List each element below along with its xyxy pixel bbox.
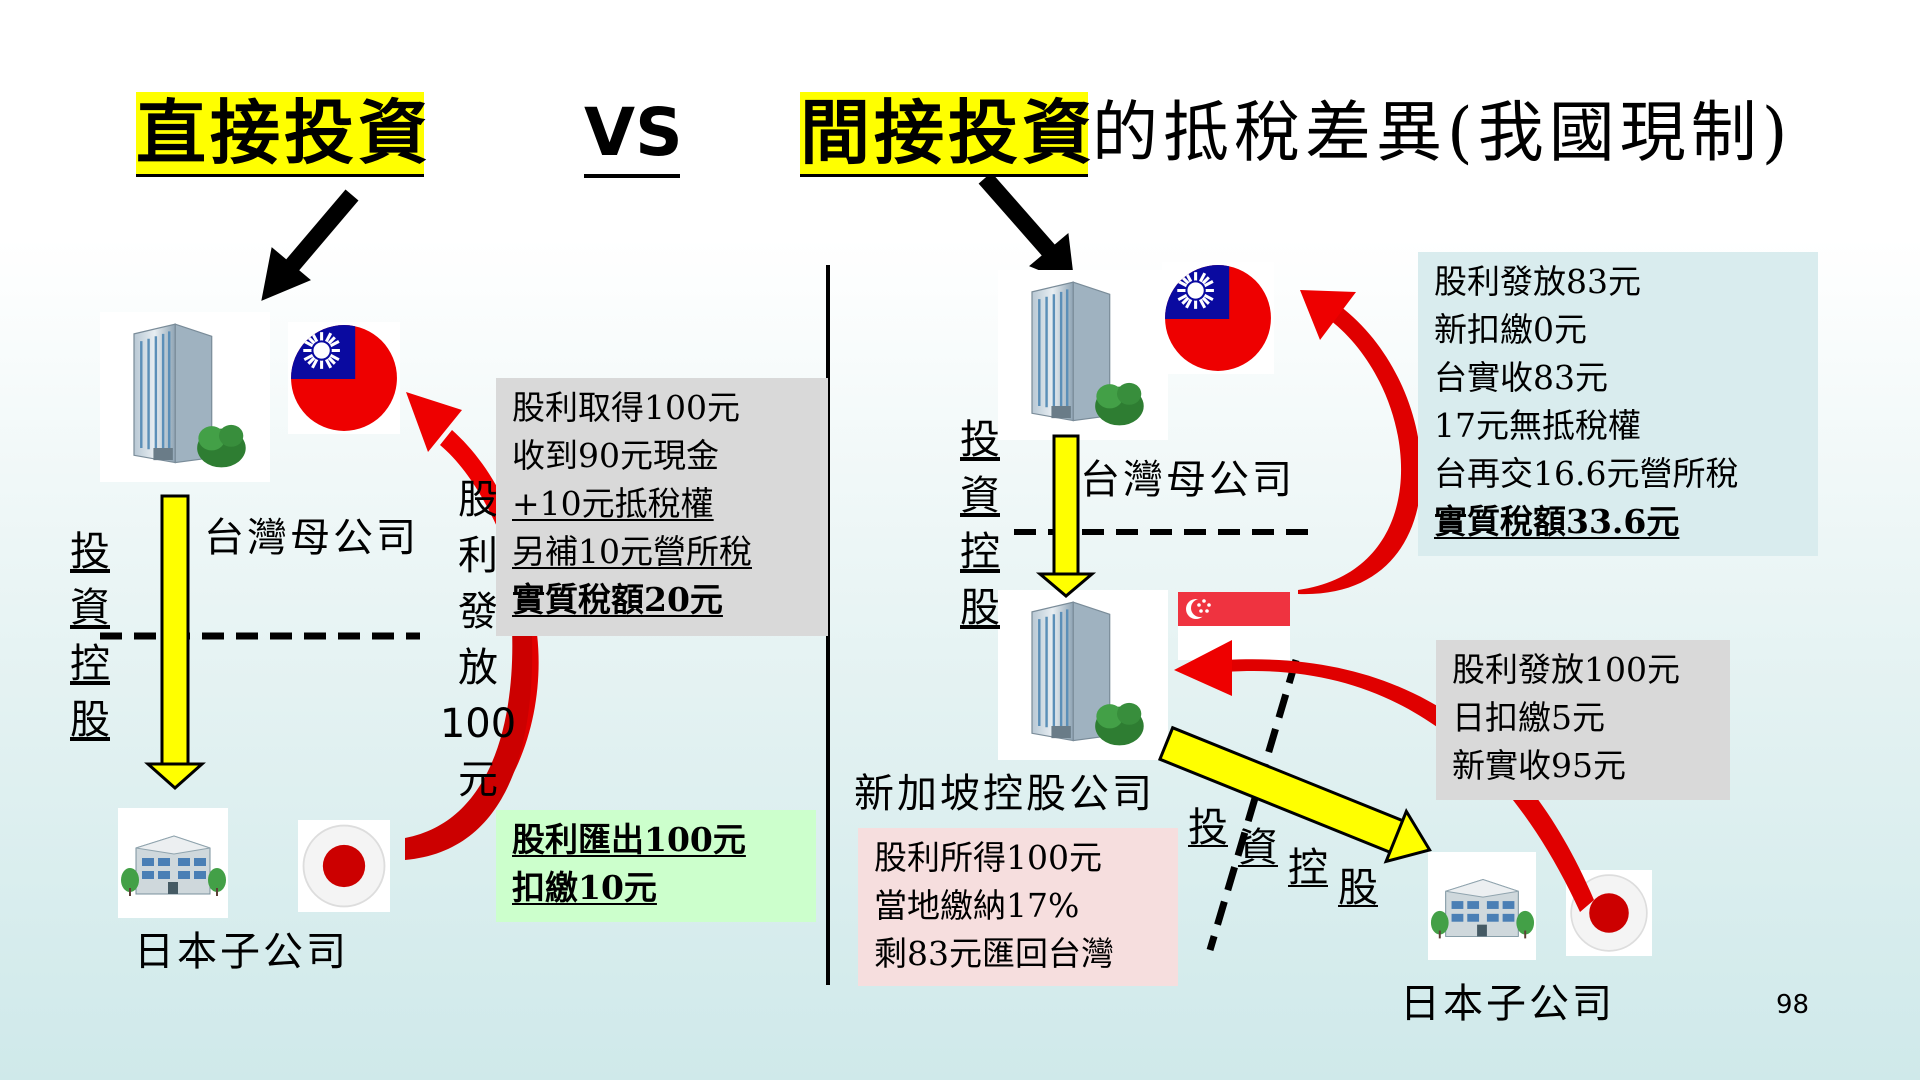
yellow-arrow-diagonal: [1157, 725, 1432, 864]
right-gray-box: 股利發放100元 日扣繳5元 新實收95元: [1436, 640, 1730, 800]
right-teal-line-3: 台實收83元: [1434, 358, 1608, 397]
right-invest-vertical: 投 資 控 股: [956, 412, 1004, 636]
left-parent-label: 台灣母公司: [204, 515, 419, 561]
left-gray-line-1: 股利取得100元: [512, 388, 740, 427]
taiwan-parent-building-icon-right: [998, 270, 1168, 440]
diag-char: 資: [1238, 825, 1278, 871]
title-vs: VS: [584, 92, 683, 178]
left-gray-line-3: +10元抵稅權: [512, 484, 714, 523]
right-gray-line-3: 新實收95元: [1452, 746, 1626, 785]
left-green-line-2: 扣繳10元: [512, 868, 657, 907]
diag-char: 控: [1288, 845, 1328, 891]
left-dividend-vertical: 股 利 發 放 100 元: [438, 472, 518, 808]
vchar: 投: [70, 529, 110, 575]
title-rest: 的抵稅差異(我國現制): [1092, 94, 1793, 171]
left-sub-label: 日本子公司: [134, 929, 349, 975]
right-teal-box: 股利發放83元 新扣繳0元 台實收83元 17元無抵稅權 台再交16.6元營所稅…: [1418, 252, 1818, 556]
taiwan-flag-icon-left: [288, 322, 400, 434]
vchar: 資: [960, 473, 1000, 519]
japan-sub-building-icon-left: [118, 808, 228, 918]
left-green-box: 股利匯出100元 扣繳10元: [496, 810, 816, 922]
right-pink-line-3: 剩83元匯回台灣: [874, 934, 1114, 973]
left-green-line-1: 股利匯出100元: [512, 820, 746, 859]
singapore-holding-label: 新加坡控股公司: [854, 771, 1155, 817]
page-number: 98: [1776, 990, 1810, 1020]
left-gray-line-5: 實質稅額20元: [512, 580, 723, 619]
right-gray-line-2: 日扣繳5元: [1452, 698, 1605, 737]
vchar: 控: [960, 529, 1000, 575]
red-arrow-sg-to-tw: [1298, 290, 1422, 595]
vchar: 控: [70, 641, 110, 687]
left-gray-line-4: 另補10元營所稅: [512, 532, 752, 571]
left-gray-box: 股利取得100元 收到90元現金 +10元抵稅權 另補10元營所稅 實質稅額20…: [496, 378, 828, 636]
vchar: 股: [458, 477, 498, 523]
right-pink-box: 股利所得100元 當地繳納17% 剩83元匯回台灣: [858, 828, 1178, 986]
right-teal-line-2: 新扣繳0元: [1434, 310, 1587, 349]
right-gray-line-1: 股利發放100元: [1452, 650, 1680, 689]
taiwan-parent-building-icon-left: [100, 312, 270, 482]
left-gray-line-2: 收到90元現金: [512, 436, 719, 475]
right-teal-line-4: 17元無抵稅權: [1434, 406, 1641, 445]
japan-sub-building-icon-right: [1428, 852, 1536, 960]
black-arrow-left: [261, 189, 359, 301]
vchar: 放: [458, 645, 498, 691]
japan-flag-icon-left: [298, 820, 390, 912]
vchar: 發: [458, 589, 498, 635]
vchar: 股: [960, 585, 1000, 631]
vchar: 100: [439, 701, 517, 747]
left-invest-vertical: 投 資 控 股: [66, 524, 114, 748]
dashed-line-diagonal: [1206, 659, 1300, 951]
singapore-flag-icon: [1178, 592, 1290, 660]
title-direct-investment: 直接投資: [136, 92, 428, 177]
yellow-arrow-right: [1035, 434, 1097, 598]
taiwan-flag-icon-right: [1162, 262, 1274, 374]
vchar: 投: [960, 417, 1000, 463]
diag-char: 投: [1188, 805, 1228, 851]
right-sub-label: 日本子公司: [1400, 981, 1615, 1027]
right-parent-label: 台灣母公司: [1080, 457, 1295, 503]
singapore-holding-building-icon: [998, 590, 1168, 760]
right-teal-line-5: 台再交16.6元營所稅: [1434, 454, 1739, 493]
yellow-arrow-left: [144, 494, 206, 791]
right-teal-line-6: 實質稅額33.6元: [1434, 502, 1680, 541]
diag-char: 股: [1338, 865, 1378, 911]
vchar: 資: [70, 585, 110, 631]
right-pink-line-1: 股利所得100元: [874, 838, 1102, 877]
black-arrow-right: [978, 172, 1075, 285]
right-pink-line-2: 當地繳納17%: [874, 886, 1080, 925]
right-teal-line-1: 股利發放83元: [1434, 262, 1641, 301]
vchar: 股: [70, 697, 110, 743]
title-indirect-investment: 間接投資: [800, 92, 1092, 177]
vchar: 元: [458, 757, 498, 803]
vchar: 利: [458, 533, 498, 579]
